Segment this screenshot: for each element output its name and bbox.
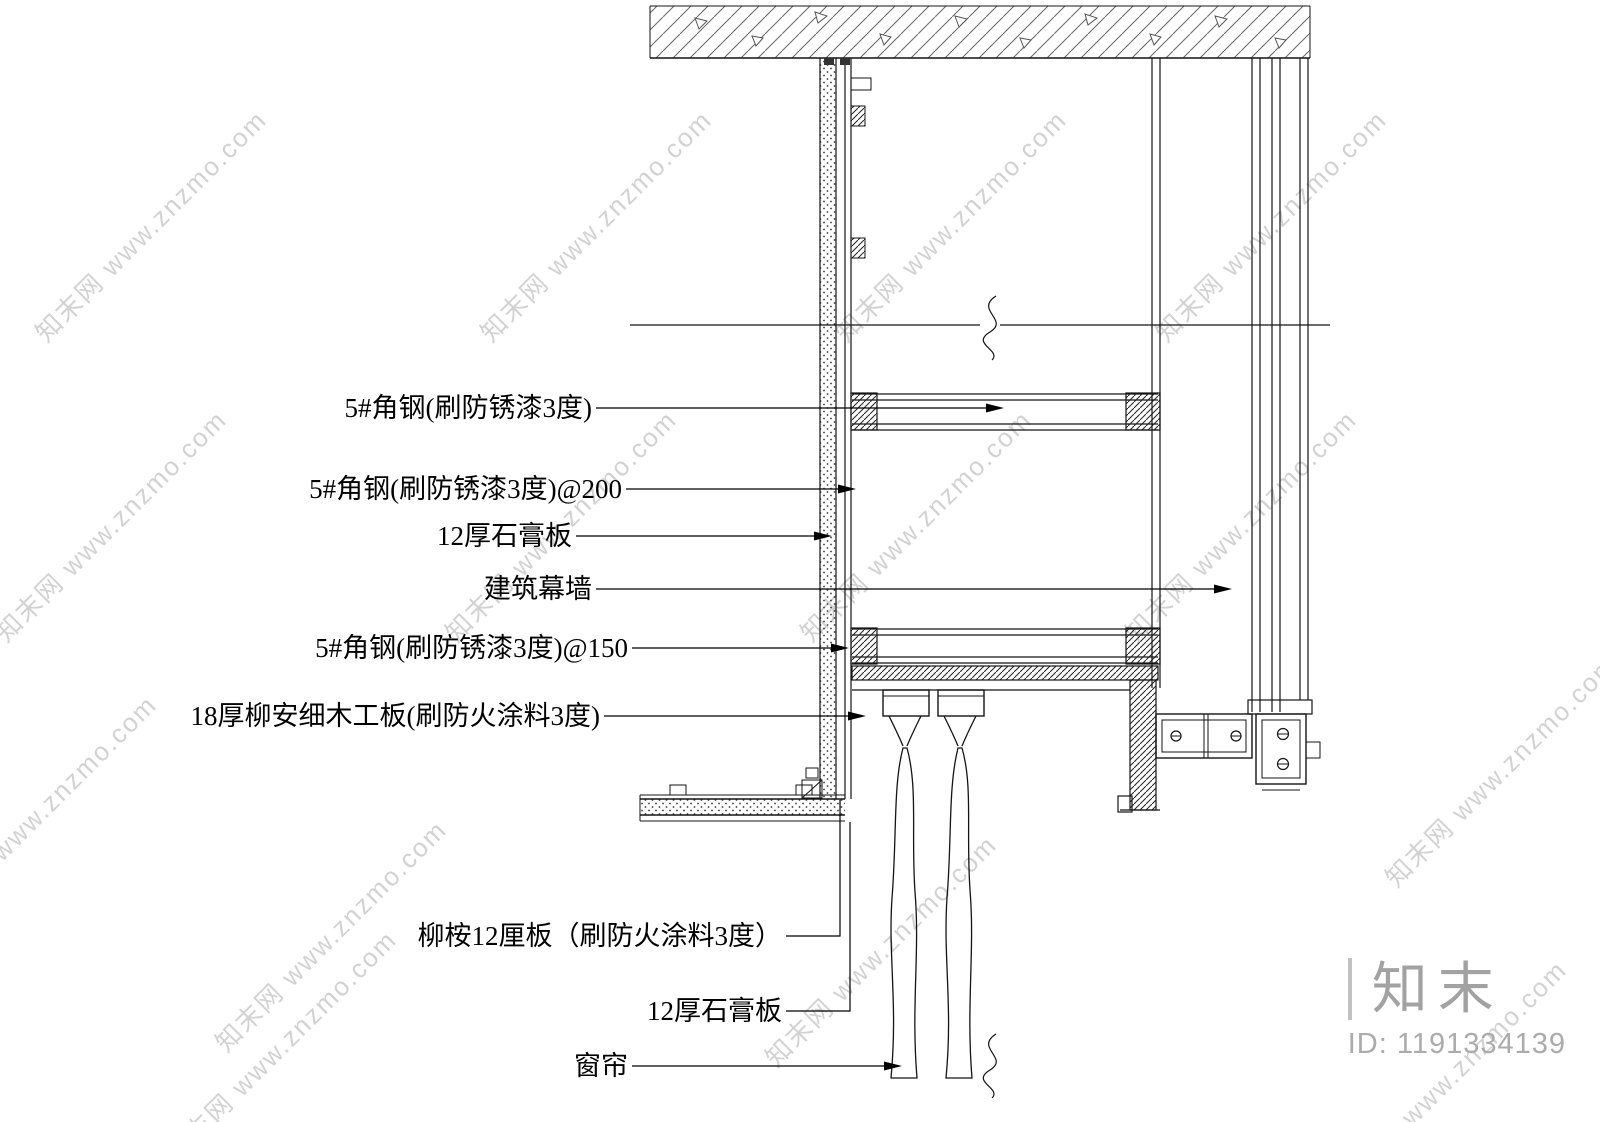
label-angle-steel-rust-paint: 5#角钢(刷防锈漆3度) [344, 393, 592, 423]
znzmo-logo-text: 知末 [1347, 958, 1566, 1020]
label-building-curtain-wall: 建筑幕墙 [484, 574, 592, 604]
site-branding: 知末 ID: 1191334139 [1347, 958, 1566, 1061]
break-line-lower [982, 1033, 997, 1099]
break-line-upper [630, 295, 1330, 361]
label-blockboard-18: 18厚柳安细木工板(刷防火涂料3度) [190, 701, 600, 731]
gypsum-board-strip [819, 58, 837, 799]
label-lauan-board-12: 柳桉12厘板（刷防火涂料3度） [417, 921, 783, 951]
concrete-slab [649, 5, 1311, 59]
label-gypsum-board-lower: 12厚石膏板 [647, 996, 782, 1026]
label-angle-steel-at-150: 5#角钢(刷防锈漆3度)@150 [315, 633, 628, 663]
window-frame-detail [1117, 679, 1321, 813]
curtain-wall-mullions [1151, 58, 1309, 712]
label-gypsum-board-upper: 12厚石膏板 [437, 521, 572, 551]
leader-lines [576, 403, 1232, 1071]
curtain-track-boxes [882, 689, 985, 717]
label-curtain: 窗帘 [574, 1051, 628, 1081]
watermark-id: ID: 1191334139 [1347, 1028, 1566, 1060]
curtains [888, 715, 977, 1079]
label-angle-steel-at-200: 5#角钢(刷防锈漆3度)@200 [309, 474, 622, 504]
blockboard-ceiling [851, 665, 1159, 691]
angle-steel-bracket-top [850, 392, 1161, 431]
angle-steel-bracket-bottom [850, 627, 1161, 665]
suspended-ceiling-left [639, 784, 845, 822]
aggregate-triangles [694, 11, 1287, 49]
